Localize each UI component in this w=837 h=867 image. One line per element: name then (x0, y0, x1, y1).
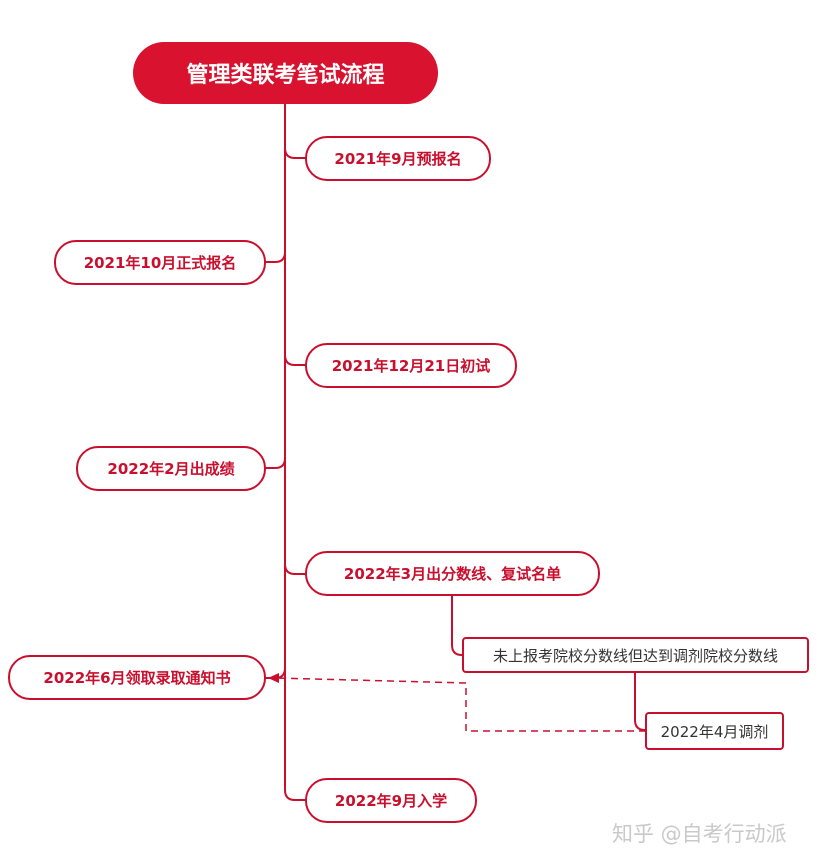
connector-step-7 (284, 789, 306, 801)
connector-step-3 (284, 354, 306, 366)
connector-step-4 (265, 457, 286, 469)
step-cutoff-list[interactable]: 2022年3月出分数线、复试名单 (305, 551, 600, 596)
step-registration[interactable]: 2021年10月正式报名 (54, 240, 266, 285)
dashed-relation-line (274, 677, 646, 732)
step-initial-exam[interactable]: 2021年12月21日初试 (305, 343, 517, 388)
adjustment-node[interactable]: 2022年4月调剂 (645, 712, 784, 750)
watermark: 知乎 @自考行动派 (612, 822, 787, 846)
root-node[interactable]: 管理类联考笔试流程 (133, 42, 438, 104)
relation-arrowhead (268, 673, 279, 683)
step-admission-letter[interactable]: 2022年6月领取录取通知书 (8, 655, 266, 700)
condition-node[interactable]: 未上报考院校分数线但达到调剂院校分数线 (462, 637, 809, 673)
connector-adjust (634, 672, 646, 731)
connector-step-5 (284, 563, 306, 575)
step-scores[interactable]: 2022年2月出成绩 (76, 446, 266, 491)
step-preregistration[interactable]: 2021年9月预报名 (305, 136, 491, 181)
connector-step-2 (265, 251, 286, 263)
connector-step-1 (284, 147, 306, 159)
step-enrollment[interactable]: 2022年9月入学 (305, 778, 477, 823)
connector-condition (451, 596, 463, 656)
